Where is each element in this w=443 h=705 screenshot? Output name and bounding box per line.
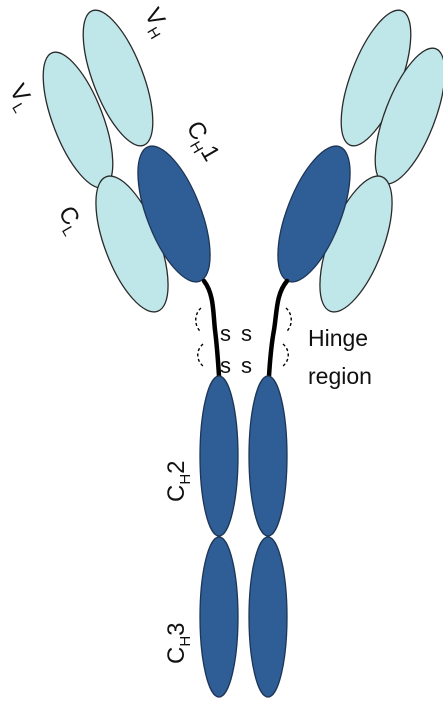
ch3-domain-left: [200, 537, 238, 697]
disulfide-label-4: s: [241, 353, 252, 378]
ch2-label: CH2: [163, 460, 194, 502]
disulfide-bracket-left-1: [196, 308, 201, 332]
vh-label: VH: [135, 4, 175, 43]
disulfide-label-1: s: [220, 321, 231, 346]
hinge-label-line2: region: [308, 363, 372, 389]
ch3-label: CH3: [163, 622, 194, 664]
ch3-domain-right: [249, 537, 287, 697]
ch2-domain-right: [249, 376, 287, 536]
hinge-chain-left: [204, 281, 219, 376]
ch1-label: CH1: [177, 117, 225, 168]
disulfide-label-2: s: [241, 321, 252, 346]
cl-label: CL: [49, 202, 89, 240]
hinge-chain-right: [269, 281, 287, 376]
disulfide-bracket-right-2: [283, 344, 288, 366]
hinge-label-line1: Hinge: [308, 325, 368, 351]
disulfide-bracket-left-2: [198, 344, 203, 366]
disulfide-bracket-right-1: [286, 308, 291, 332]
disulfide-label-3: s: [220, 353, 231, 378]
ch2-domain-left: [200, 376, 238, 536]
vl-label: VL: [0, 80, 39, 117]
